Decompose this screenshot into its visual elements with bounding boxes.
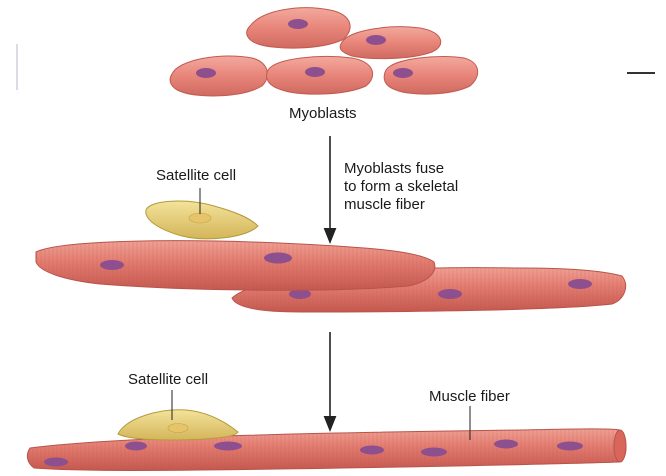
right-edge-mark bbox=[627, 72, 655, 74]
myoblasts-label: Myoblasts bbox=[289, 104, 357, 123]
myoblast-cell bbox=[267, 57, 373, 95]
myoblast-cluster bbox=[170, 8, 478, 96]
nucleus bbox=[557, 442, 583, 451]
nucleus bbox=[366, 35, 386, 45]
fused-muscle-fibers bbox=[36, 241, 626, 312]
fuse-caption-line-3: muscle fiber bbox=[344, 195, 425, 214]
nucleus bbox=[568, 279, 592, 289]
nucleus bbox=[168, 424, 188, 433]
nucleus bbox=[100, 260, 124, 270]
mature-muscle-fiber bbox=[27, 429, 626, 471]
nucleus bbox=[125, 442, 147, 451]
myoblast-cell bbox=[384, 57, 478, 95]
nucleus bbox=[196, 68, 216, 78]
nucleus bbox=[288, 19, 308, 29]
fuse-caption-line-2: to form a skeletal bbox=[344, 177, 458, 196]
nucleus bbox=[44, 458, 68, 467]
nucleus bbox=[494, 440, 518, 449]
nucleus bbox=[264, 253, 292, 264]
myoblast-cell bbox=[340, 27, 441, 59]
left-edge-mark bbox=[16, 44, 18, 90]
satellite-cell-label-bottom: Satellite cell bbox=[128, 370, 208, 389]
muscle-fiber-front bbox=[36, 241, 435, 291]
nucleus bbox=[305, 67, 325, 77]
satellite-cell-label-top: Satellite cell bbox=[156, 166, 236, 185]
nucleus bbox=[360, 446, 384, 455]
myoblast-cell bbox=[247, 8, 350, 48]
fiber-end-cap bbox=[614, 430, 626, 462]
muscle-fiber-label: Muscle fiber bbox=[429, 387, 510, 406]
nucleus bbox=[214, 442, 242, 451]
nucleus bbox=[438, 289, 462, 299]
nucleus bbox=[393, 68, 413, 78]
nucleus bbox=[189, 213, 211, 223]
satellite-cell-middle bbox=[146, 201, 258, 239]
fuse-caption-line-1: Myoblasts fuse bbox=[344, 159, 444, 178]
myoblast-cell bbox=[170, 56, 267, 96]
nucleus bbox=[421, 448, 447, 457]
satellite-cell-bottom bbox=[118, 410, 238, 440]
